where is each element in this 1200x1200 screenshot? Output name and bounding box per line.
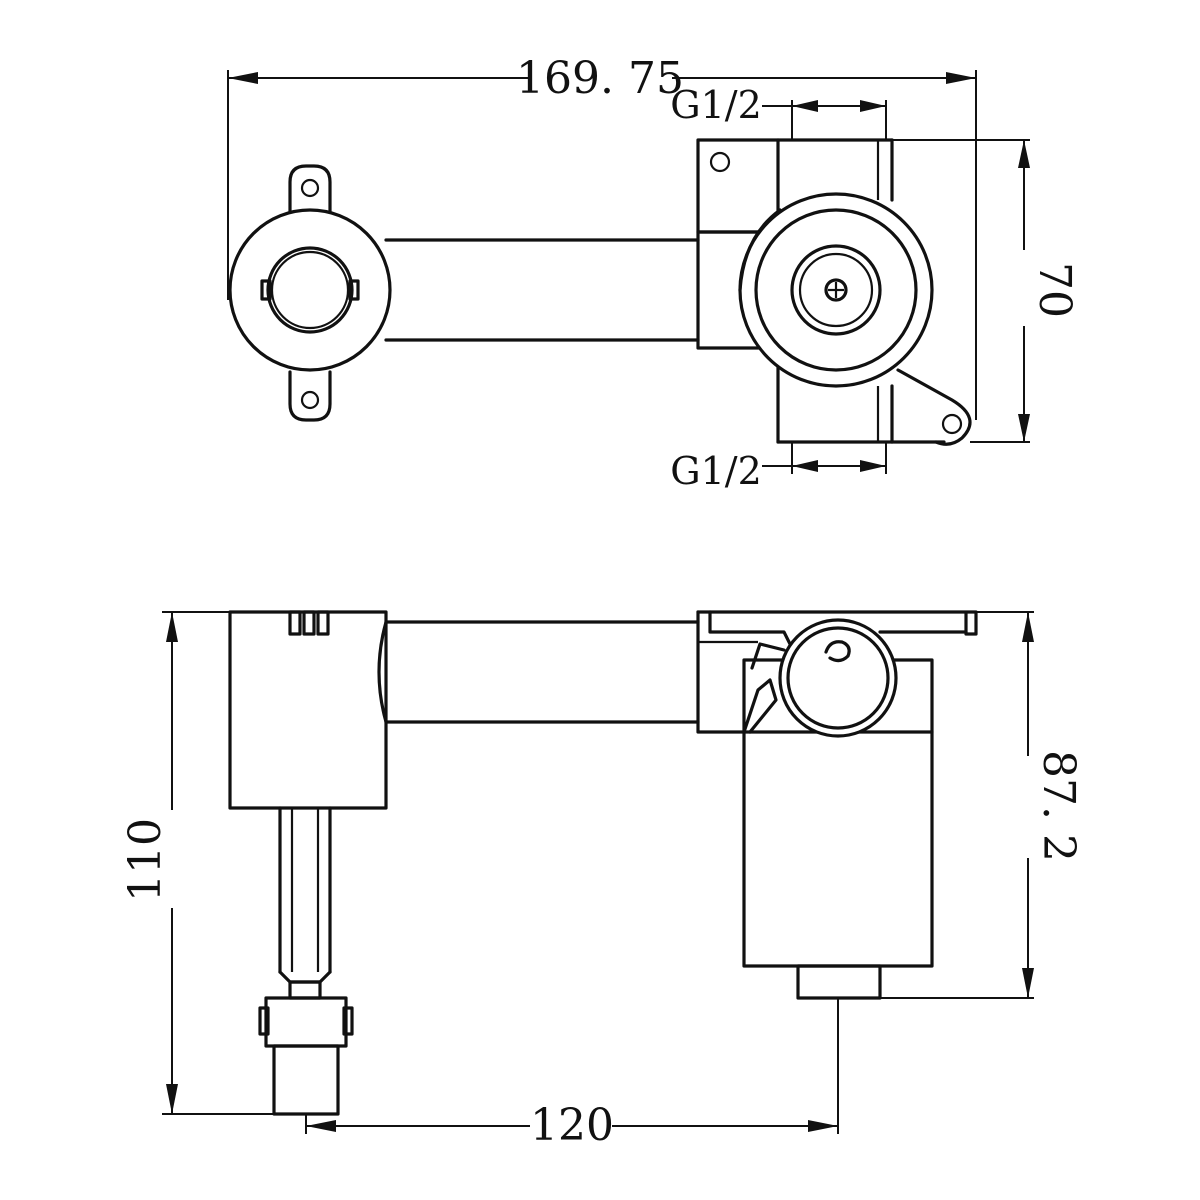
outlet-connector-nut <box>264 996 348 1048</box>
dimension-top-height: 70 <box>892 139 1080 443</box>
side-connecting-pipe <box>384 620 700 724</box>
valve-cartridge <box>790 244 882 336</box>
valve-body-left-plate <box>696 138 780 234</box>
outlet-housing <box>228 610 388 810</box>
dimension-inlet-top: G1/2 <box>670 83 887 140</box>
valve-bottom-nipple <box>796 964 882 1000</box>
top-left-bracket-ear <box>288 164 332 224</box>
side-height-right-label: 87. 2 <box>1033 750 1084 862</box>
dimension-inlet-bottom: G1/2 <box>670 442 887 493</box>
side-spacing-label: 120 <box>530 1100 614 1151</box>
left-outlet-ring <box>228 208 392 372</box>
dimension-side-spacing: 120 <box>305 998 839 1151</box>
mounting-lug <box>896 368 972 446</box>
side-valve-frame <box>696 610 978 636</box>
top-height-label: 70 <box>1029 262 1080 318</box>
dimension-side-height-right: 87. 2 <box>880 611 1084 999</box>
top-view: 169. 75 <box>227 53 1080 493</box>
dimension-side-height-left: 110 <box>120 611 274 1115</box>
top-connecting-pipe <box>384 238 700 342</box>
valve-dial-face <box>754 208 918 372</box>
left-outlet-bore <box>266 246 354 334</box>
width-label: 169. 75 <box>516 53 684 104</box>
side-valve-dial <box>778 618 898 738</box>
side-height-left-label: 110 <box>120 818 171 902</box>
inlet-top-label: G1/2 <box>670 83 762 127</box>
inlet-bottom-label: G1/2 <box>670 449 762 493</box>
outlet-stem <box>278 806 332 974</box>
bottom-left-bracket-ear <box>288 370 332 422</box>
outlet-connector-tail <box>272 1044 340 1116</box>
side-view: 110 87. 2 120 <box>120 610 1084 1151</box>
dimension-overall-width: 169. 75 <box>227 53 977 420</box>
